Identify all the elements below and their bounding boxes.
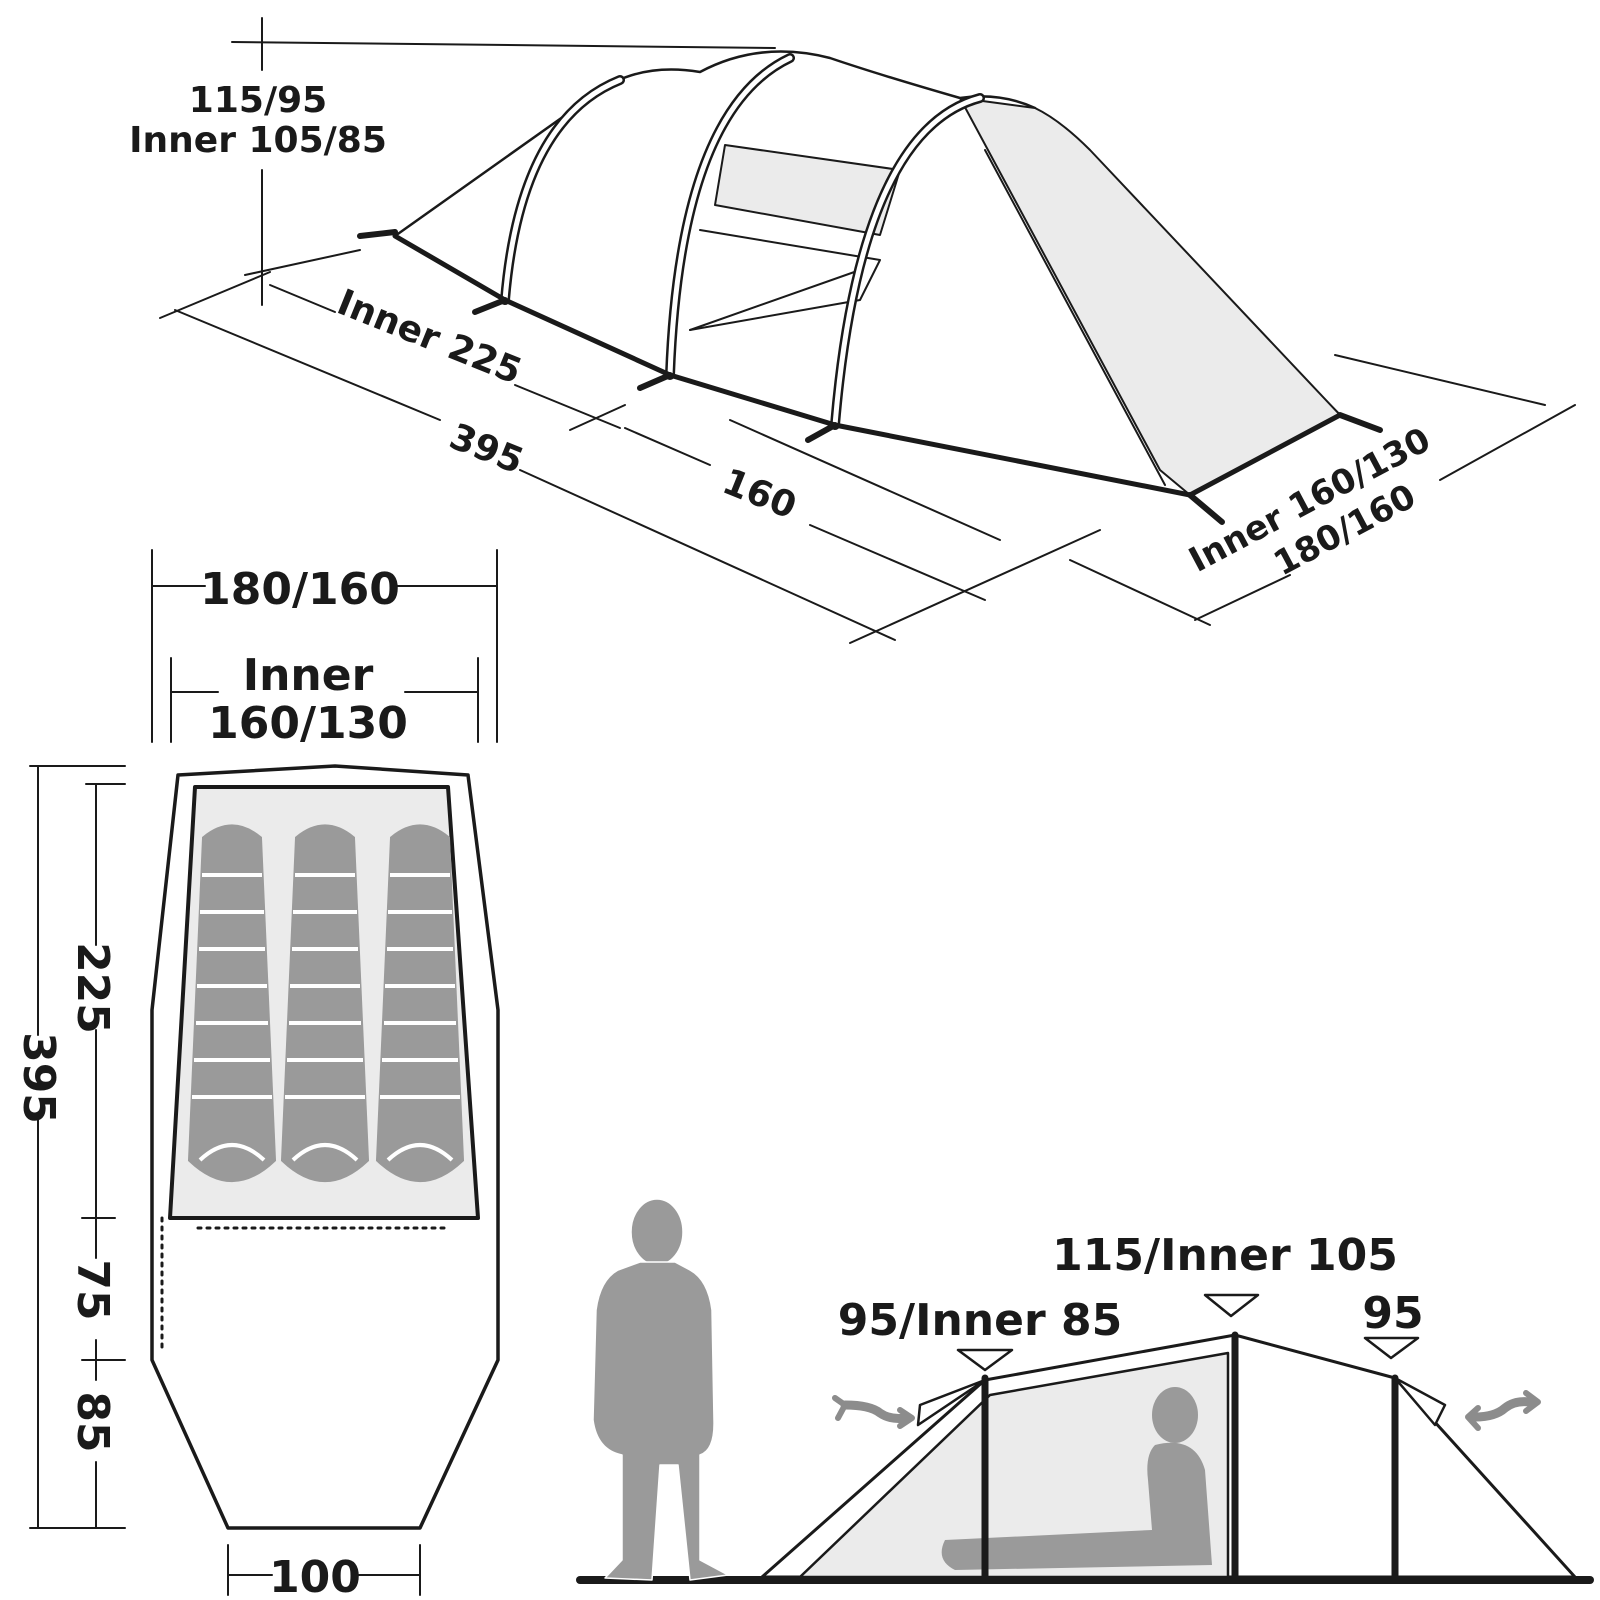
dim-inner-225-left [269,284,336,313]
standing-person-icon [592,1198,729,1581]
dim-inner-225-right [514,384,621,429]
dim-tick-395-b [849,529,1101,644]
floor-segment-middle-label: 75 [67,1259,118,1320]
pole-arch-rear-inner [832,95,983,428]
pole-arch-front-inner [502,77,623,303]
floor-width-total-label: 180/160 [200,564,400,615]
perspective-height-inner-label: Inner 105/85 [129,120,387,161]
side-inner-tent [798,1351,1230,1579]
dim-395-left [174,309,441,421]
height-dimension-top-line [231,41,776,49]
side-rear-height-label: 95/Inner 85 [838,1295,1122,1346]
dim-160-left [624,427,711,466]
side-rear-vent [916,1378,987,1427]
peg-rear-right [1337,412,1383,433]
peg-left-1 [472,297,508,315]
dim-width-diagonal [1439,404,1576,481]
dim-width-bottom-b [1194,574,1291,621]
dim-tick-225-b [569,404,626,431]
rear-height-marker-icon [956,1348,1014,1372]
perspective-view [159,17,1576,644]
peg-rear-left [1187,492,1225,525]
sitting-person-icon [941,1387,1212,1570]
dim-width-top [1334,354,1546,406]
side-front-height-label: 95 [1362,1288,1423,1339]
perspective-vestibule-label: 160 [717,461,802,527]
peg-front [357,229,398,239]
ventilation-arrow-icon [1465,1390,1541,1431]
floor-width-inner-word: Inner [243,650,374,701]
tent-side-opening-frame [689,229,881,331]
floor-inner-length-label: 225 [67,942,118,1034]
dim-tick-395-a [159,271,271,319]
tent-door-zip-line [984,149,1166,486]
sleeping-bags [187,824,465,1182]
dim-160-far [729,419,1001,541]
perspective-length-total-label: 395 [444,416,529,482]
side-center-height-label: 115/Inner 105 [1052,1230,1398,1281]
peg-left-2 [637,372,673,391]
tent-side-opening-lower [689,269,861,331]
floor-end-width-label: 100 [269,1552,361,1600]
sleeping-bag-icon [187,824,277,1182]
peg-left-3 [805,422,838,443]
dim-width-bottom-a [1069,559,1211,626]
ventilation-arrow-icon [832,1395,915,1429]
floor-length-total-label: 395 [13,1032,64,1124]
front-height-marker-icon [1363,1336,1420,1360]
tent-side-opening [714,144,901,236]
dim-160-right [809,524,986,601]
side-front-vent [1393,1376,1447,1427]
dim-tick-225-a [244,249,361,276]
floor-outer-footprint [150,764,500,1530]
tent-base-line [392,233,1343,498]
side-view [576,1198,1594,1584]
tent-fly-outline [393,50,1342,497]
dim-395-right [519,469,896,641]
floor-segment-end-label: 85 [67,1391,118,1452]
floor-width-inner-label: 160/130 [208,698,408,749]
pole-arch-middle-inner [667,55,793,378]
sleeping-bag-icon [375,824,465,1182]
center-height-marker-icon [1203,1293,1260,1318]
sleeping-bag-icon [280,824,370,1182]
perspective-height-label: 115/95 [189,80,327,121]
